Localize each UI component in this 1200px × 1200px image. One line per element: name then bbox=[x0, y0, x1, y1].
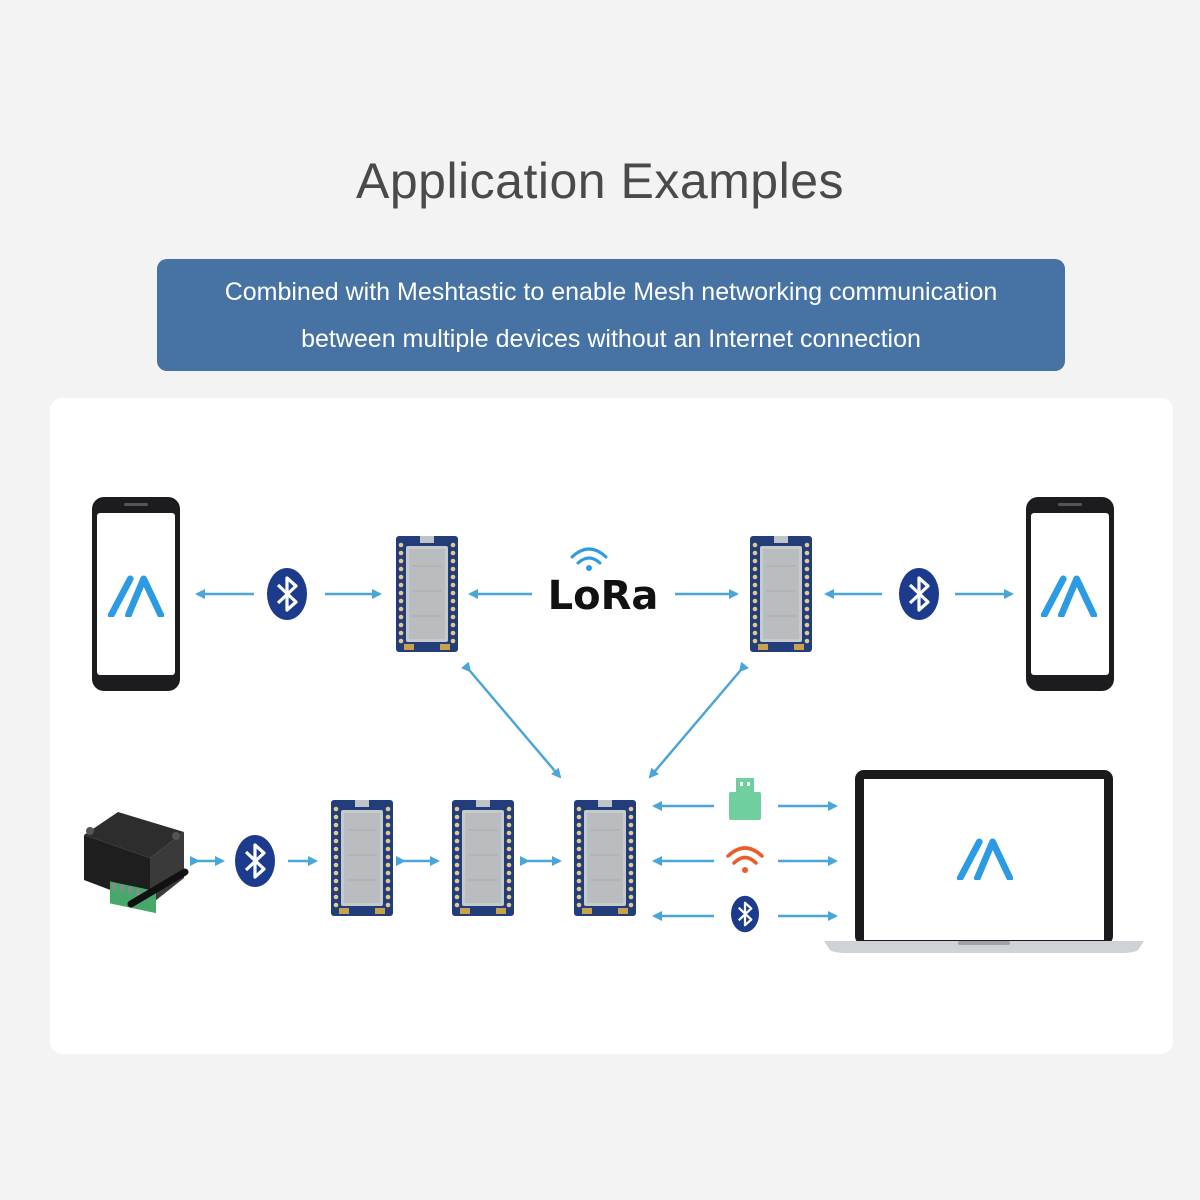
banner-line-2: between multiple devices without an Inte… bbox=[301, 325, 921, 353]
bluetooth-icon bbox=[267, 568, 307, 620]
banner-line-1: Combined with Meshtastic to enable Mesh … bbox=[224, 278, 998, 306]
lora-board-icon bbox=[396, 536, 458, 652]
lora-board-icon bbox=[750, 536, 812, 652]
page-title: Application Examples bbox=[355, 153, 845, 209]
description-banner: Combined with Meshtastic to enable Mesh … bbox=[157, 259, 1065, 371]
lora-board-icon bbox=[452, 800, 514, 916]
lora-signal-icon bbox=[570, 547, 608, 571]
lora-label: LoRa bbox=[548, 573, 659, 619]
usb-icon bbox=[729, 778, 761, 820]
wifi-icon bbox=[726, 846, 764, 873]
lora-board-icon bbox=[574, 800, 636, 916]
lora-board-icon bbox=[331, 800, 393, 916]
bluetooth-icon bbox=[899, 568, 939, 620]
bluetooth-icon bbox=[235, 835, 275, 887]
bluetooth-icon bbox=[731, 894, 759, 934]
relay-device-icon bbox=[84, 812, 189, 914]
